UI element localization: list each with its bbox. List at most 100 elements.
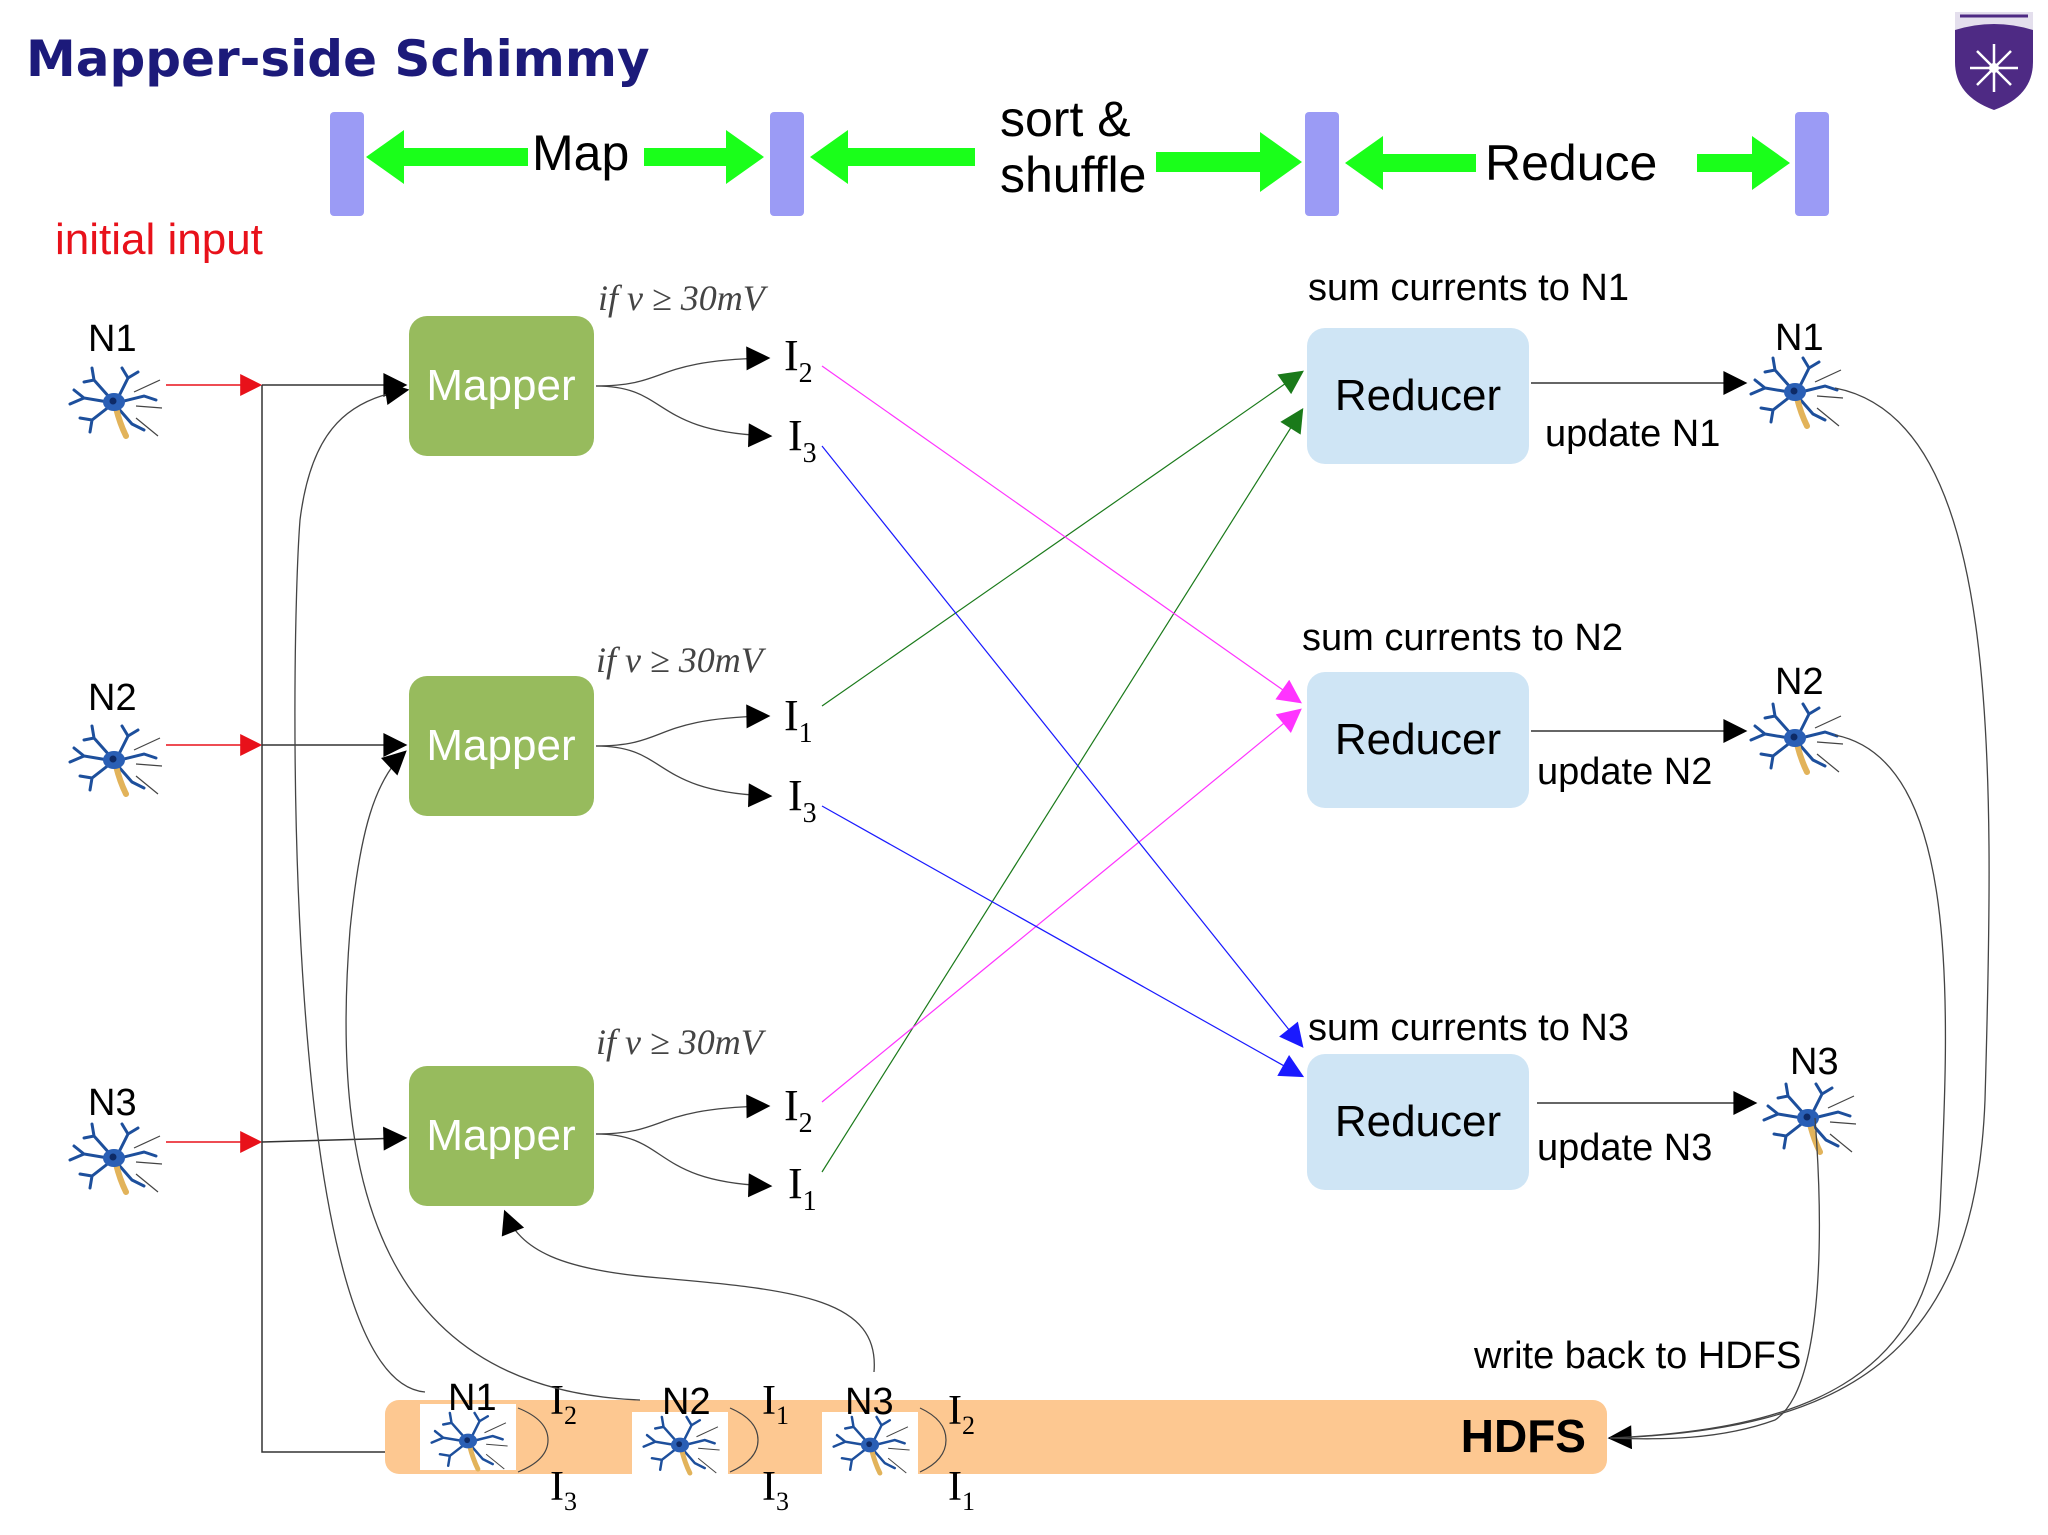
phase-label-map: Map — [532, 125, 629, 181]
mapper-1-current-top: I2 — [784, 331, 813, 389]
hdfs-record-n1: N1 I2 I3 — [420, 1377, 577, 1516]
feed-line-mapper-3 — [261, 1126, 408, 1151]
shuffle-m2-i1-to-reducer-1 — [821, 370, 1304, 707]
mapper-1: Mapper — [409, 316, 594, 456]
record-current-bottom: I1 — [948, 1464, 975, 1516]
hdfs-record-n3: N3 I2 I1 — [822, 1381, 975, 1516]
initial-input-label: initial input — [55, 215, 263, 264]
mapper-3-condition: if v ≥ 30mV — [596, 1022, 767, 1062]
record-current-top: I2 — [948, 1388, 975, 1440]
reducer-2: sum currents to N2 Reducer update N2 N2 — [1302, 617, 1843, 808]
phase-bar-3 — [1305, 112, 1339, 216]
writeback-n2-curve — [1609, 734, 1947, 1439]
reducer-label: Reducer — [1335, 715, 1501, 764]
record-current-bottom: I3 — [550, 1464, 577, 1516]
shuffle-m1-i2-to-reducer-2 — [821, 365, 1302, 704]
phase-label-reduce: Reduce — [1485, 135, 1657, 191]
record-bracket — [729, 1407, 759, 1473]
mapper-1-current-bottom: I3 — [788, 411, 817, 469]
output-neuron-icon — [1764, 1084, 1856, 1152]
reducer-label: Reducer — [1335, 371, 1501, 420]
university-shield-logo — [1955, 12, 2033, 110]
mapper-2-current-bottom: I3 — [788, 771, 817, 829]
reduce-left-arrow — [1345, 136, 1476, 190]
record-node-label: N3 — [845, 1381, 894, 1423]
neuron-icon — [70, 1124, 162, 1192]
writeback-n1-curve — [1607, 387, 1990, 1450]
neuron-label: N1 — [88, 318, 137, 360]
phase-bar-2 — [770, 112, 804, 216]
reducer-update-label: update N2 — [1537, 751, 1712, 793]
record-bracket — [919, 1407, 947, 1473]
hdfs-input-line — [261, 385, 392, 1453]
record-bracket — [517, 1407, 549, 1473]
record-current-top: I2 — [550, 1378, 577, 1430]
shuffle-right-arrow — [1156, 132, 1302, 192]
reducer-1: sum currents to N1 Reducer update N1 N1 — [1307, 267, 1843, 464]
input-neuron-n1: N1 — [70, 318, 162, 436]
input-neuron-n2: N2 — [70, 677, 162, 794]
hdfs-to-mapper-3-curve — [501, 1209, 875, 1373]
writeback-n3-curve — [1609, 1117, 1820, 1440]
mapper-2-current-top: I1 — [784, 691, 813, 749]
neuron-label: N3 — [88, 1082, 137, 1124]
mapper-1-emit-top — [595, 346, 771, 387]
output-neuron-label: N1 — [1775, 317, 1824, 359]
record-current-bottom: I3 — [762, 1464, 789, 1516]
mapper-2-emit-bottom — [595, 745, 773, 808]
reducer-box — [1307, 1054, 1529, 1190]
shuffle-m3-i1-to-reducer-1 — [821, 407, 1304, 1173]
output-neuron-label: N2 — [1775, 661, 1824, 703]
reducer-box — [1307, 672, 1529, 808]
mapper-box — [409, 1066, 594, 1206]
phase-label-sort-line1: sort & — [1000, 91, 1131, 147]
reducer-label: Reducer — [1335, 1097, 1501, 1146]
mapper-label: Mapper — [426, 361, 575, 410]
hdfs-to-mapper-2-curve — [345, 750, 641, 1401]
mapper-box — [409, 676, 594, 816]
output-neuron-label: N3 — [1790, 1041, 1839, 1083]
mapper-2-emit-top — [595, 704, 771, 747]
output-neuron-icon — [1751, 358, 1843, 426]
record-node-label: N1 — [448, 1377, 497, 1419]
mapper-box — [409, 316, 594, 456]
mapper-label: Mapper — [426, 1111, 575, 1160]
reducer-update-label: update N3 — [1537, 1127, 1712, 1169]
reduce-right-arrow — [1697, 136, 1790, 190]
mapper-3-emit-top — [595, 1094, 771, 1135]
mapper-2: Mapper — [409, 676, 594, 816]
mapper-3: Mapper — [409, 1066, 594, 1206]
map-right-arrow — [644, 130, 764, 184]
mapper-3-emit-bottom — [595, 1133, 773, 1198]
shuffle-m3-i2-to-reducer-2 — [821, 708, 1302, 1103]
record-current-top: I1 — [762, 1378, 789, 1430]
shuffle-left-arrow — [810, 130, 975, 184]
shuffle-m2-i3-to-reducer-3 — [821, 805, 1305, 1078]
hdfs-store: HDFS N1 I2 I3 N2 I1 I3 N3 I2 I1 — [385, 1377, 1607, 1516]
reducer-3: sum currents to N3 Reducer update N3 N3 — [1307, 1007, 1856, 1190]
write-back-label: write back to HDFS — [1473, 1335, 1801, 1377]
phase-header: Map sort & shuffle Reduce — [330, 91, 1829, 216]
neuron-label: N2 — [88, 677, 137, 719]
reducer-sum-label: sum currents to N1 — [1308, 267, 1629, 309]
mapper-3-current-bottom: I1 — [788, 1159, 817, 1217]
hdfs-to-mapper-1-curve — [294, 381, 426, 1393]
output-neuron-icon — [1751, 704, 1843, 772]
shuffle-m1-i3-to-reducer-3 — [821, 445, 1304, 1048]
neuron-icon — [70, 726, 162, 794]
input-neuron-n3: N3 — [70, 1082, 162, 1192]
reducer-sum-label: sum currents to N3 — [1308, 1007, 1629, 1049]
mapper-1-emit-bottom — [595, 385, 773, 448]
reducer-update-label: update N1 — [1545, 413, 1720, 455]
hdfs-record-n2: N2 I1 I3 — [632, 1378, 789, 1516]
phase-bar-4 — [1795, 112, 1829, 216]
phase-bar-1 — [330, 112, 364, 216]
page-title: Mapper-side Schimmy — [26, 30, 650, 88]
hdfs-label: HDFS — [1461, 1410, 1586, 1462]
mapper-1-condition: if v ≥ 30mV — [598, 278, 769, 318]
reducer-box — [1307, 328, 1529, 464]
reducer-sum-label: sum currents to N2 — [1302, 617, 1623, 659]
mapper-3-current-top: I2 — [784, 1081, 813, 1139]
phase-label-sort-line2: shuffle — [1000, 147, 1146, 203]
